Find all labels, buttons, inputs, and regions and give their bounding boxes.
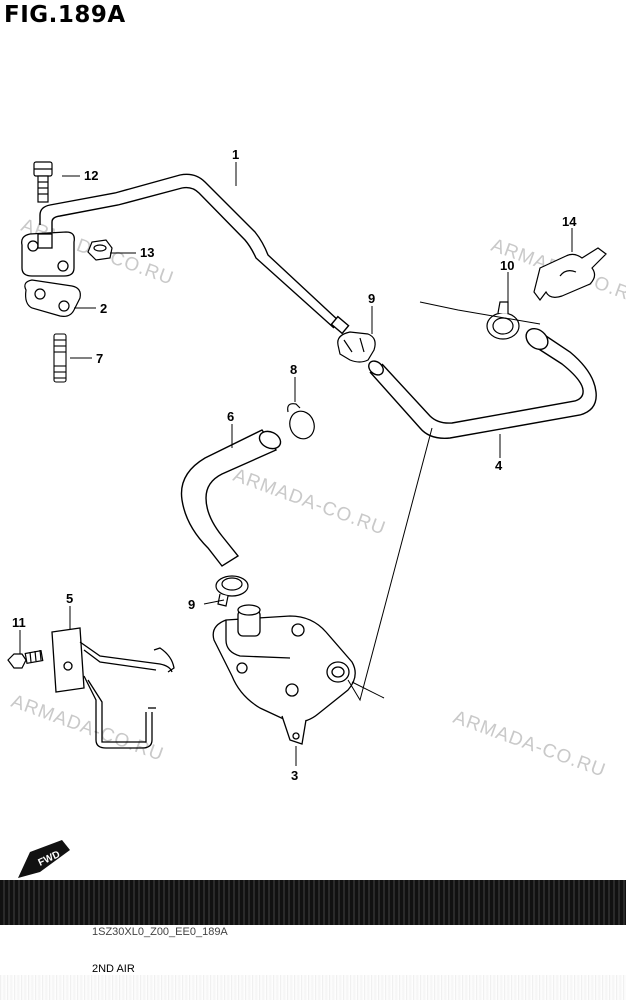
bottom-band — [0, 880, 626, 1000]
part-12-bolt — [33, 161, 53, 203]
figure-caption: 2ND AIR — [92, 963, 135, 975]
scan-noise — [0, 975, 626, 1000]
part-13-nut — [87, 239, 113, 261]
pipe-flange — [21, 231, 75, 277]
callout-11: 11 — [12, 615, 26, 630]
callout-2: 2 — [100, 301, 107, 316]
part-10-clamp — [486, 301, 520, 340]
callout-14: 14 — [562, 214, 577, 229]
callout-8: 8 — [290, 362, 297, 377]
callout-9-upper: 9 — [368, 291, 375, 306]
band-dark — [0, 880, 626, 925]
callout-1: 1 — [232, 147, 239, 162]
callout-9-lower: 9 — [188, 597, 195, 612]
part-1-pipe — [39, 173, 350, 335]
callout-4: 4 — [495, 458, 503, 473]
part-14-holder — [533, 247, 607, 301]
fwd-arrow-icon: FWD — [18, 840, 70, 878]
watermark-3: ARMADA-CO.RU — [230, 465, 388, 540]
callout-10: 10 — [500, 258, 514, 273]
callout-5: 5 — [66, 591, 73, 606]
part-11-bolt — [7, 649, 44, 669]
part-9-clamp-upper — [337, 331, 376, 363]
part-5-bracket — [51, 627, 175, 749]
callout-3: 3 — [291, 768, 298, 783]
figure-title: FIG.189A — [4, 2, 126, 28]
callout-labels: 1 12 13 2 7 9 10 14 8 6 4 9 5 11 3 — [12, 147, 577, 783]
figure-code: 1SZ30XL0_Z00_EE0_189A — [92, 926, 228, 938]
part-2-gasket — [24, 279, 81, 317]
leader-lines — [19, 162, 573, 766]
watermark-4: ARMADA-CO.RU — [8, 691, 166, 766]
callout-6: 6 — [227, 409, 234, 424]
watermark-5: ARMADA-CO.RU — [450, 707, 608, 782]
part-3-reed-valve — [212, 604, 356, 745]
part-4-hose — [368, 327, 597, 439]
callout-13: 13 — [140, 245, 154, 260]
part-6-hose — [180, 429, 282, 567]
part-8-cap — [287, 403, 315, 440]
callout-12: 12 — [84, 168, 98, 183]
part-7-stud — [53, 333, 67, 383]
callout-7: 7 — [96, 351, 103, 366]
part-9-clamp-lower — [215, 575, 249, 607]
